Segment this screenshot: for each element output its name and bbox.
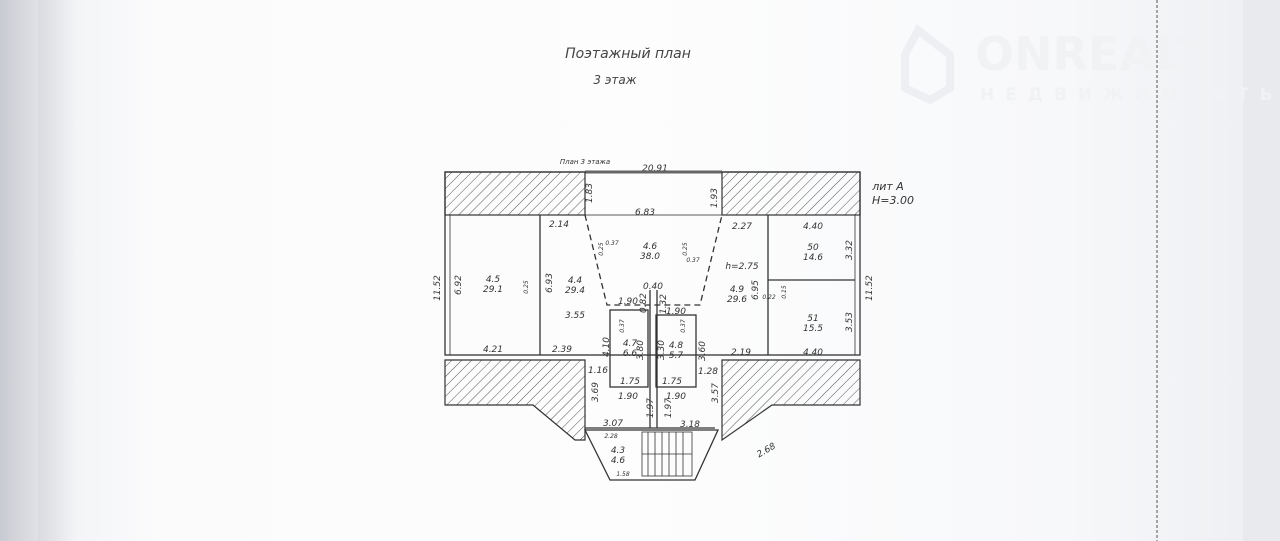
plan-label: 4.7 (623, 339, 638, 349)
plan-label: 3.07 (603, 419, 623, 429)
plan-label: 2.14 (549, 220, 569, 230)
plan-caption: План 3 этажа (560, 158, 610, 166)
plan-label: 3.80 (636, 340, 646, 360)
plan-label: 0.25 (523, 280, 530, 294)
stairs (641, 431, 693, 477)
plan-label: 1.58 (616, 471, 630, 478)
watermark: ONREALT НЕДВИЖИМОСТЬ (901, 23, 1280, 105)
plan-label: 3.18 (680, 420, 700, 430)
plan-label: 6.95 (751, 280, 761, 300)
plan-label: 3.55 (565, 311, 585, 321)
plan-label: 11.52 (865, 275, 875, 301)
plan-label: 4.9 (730, 285, 745, 295)
plan-label: 0.37 (686, 257, 700, 264)
plan-label: 1.97 (646, 398, 656, 418)
plan-label: 11.52 (433, 275, 443, 301)
plan-label: 3.60 (698, 341, 708, 361)
plan-label: 4.21 (483, 345, 503, 355)
plan-label: 2.39 (552, 345, 572, 355)
plan-title: Поэтажный план (565, 46, 691, 62)
plan-label: 0.15 (781, 285, 788, 299)
small-dimension-labels: 2.28 1.58 0.22 0.15 (604, 285, 788, 478)
plan-label: 2.19 (731, 348, 751, 358)
plan-label: 38.0 (640, 252, 660, 262)
overall-width: 20.91 (642, 164, 668, 174)
plan-label: 0.25 (682, 242, 689, 256)
watermark-brand: ONREALT (975, 27, 1209, 81)
plan-label: 3.53 (845, 312, 855, 332)
watermark-tagline: НЕДВИЖИМОСТЬ (980, 85, 1280, 105)
plan-label: 3.30 (657, 340, 667, 360)
page-edge (0, 0, 38, 541)
plan-label: 1.97 (664, 398, 674, 418)
plan-label: 3.57 (711, 383, 721, 403)
plan-label: 4.40 (803, 348, 823, 358)
plan-label: 14.6 (803, 253, 823, 263)
plan-label: 1.32 (659, 294, 669, 314)
vertical-dimension-labels: 11.52 6.92 6.93 1.83 1.93 6.95 3.32 11.5… (433, 183, 875, 418)
plan-label: 15.5 (803, 324, 823, 334)
plan-label: 0.40 (643, 282, 663, 292)
plan-label: 4.8 (669, 341, 684, 351)
plan-label: 1.75 (620, 377, 640, 387)
plan-label: 0.22 (762, 294, 776, 301)
plan-label: 4.6 (611, 456, 626, 466)
plan-label: 29.6 (727, 295, 747, 305)
plan-label: 0.82 (639, 293, 649, 313)
plan-label: 0.37 (680, 319, 687, 333)
dimension-labels: 6.83 2.14 2.27 4.40 3.55 4.21 2.39 2.19 … (483, 208, 823, 460)
plan-label: 50 (807, 243, 819, 253)
plan-label: 1.90 (666, 307, 686, 317)
height-label: Н=3.00 (872, 194, 914, 207)
plan-label: 29.4 (565, 286, 585, 296)
plan-label: 4.10 (602, 337, 612, 357)
plan-label: 6.92 (454, 275, 464, 295)
plan-label: 4.6 (643, 242, 658, 252)
plan-label: 2.28 (604, 433, 618, 440)
plan-label: 1.28 (698, 367, 718, 377)
plan-label: 6.93 (545, 273, 555, 293)
walls (444, 170, 861, 481)
hatched-walls (444, 171, 861, 442)
house-logo-icon (901, 23, 954, 105)
ceiling-note: h=2.75 (725, 262, 759, 272)
plan-label: 0.25 (598, 242, 605, 256)
plan-label: 1.16 (588, 366, 608, 376)
plan-label: 5.7 (669, 351, 684, 361)
plan-subtitle: 3 этаж (593, 73, 636, 87)
plan-label: 1.90 (618, 392, 638, 402)
plan-label: 2.68 (755, 441, 778, 460)
plan-label: 3.69 (591, 382, 601, 402)
plan-label: 1.90 (618, 297, 638, 307)
plan-label: 2.27 (732, 222, 752, 232)
plan-label: 6.6 (623, 349, 638, 359)
plan-label: 0.37 (605, 240, 619, 247)
plan-label: 4.4 (568, 276, 583, 286)
plan-label: 1.90 (666, 392, 686, 402)
plan-label: 0.37 (619, 319, 626, 333)
plan-label: 29.1 (483, 285, 503, 295)
plan-label: 1.93 (710, 188, 720, 208)
letter-label: лит А (871, 180, 904, 193)
plan-label: 6.83 (635, 208, 655, 218)
plan-label: 51 (807, 314, 818, 324)
plan-label: 1.83 (585, 183, 595, 203)
document-page (38, 0, 1243, 541)
plan-label: 4.3 (611, 446, 626, 456)
plan-label: 4.5 (486, 275, 501, 285)
plan-label: 3.32 (845, 240, 855, 260)
plan-label: 4.40 (803, 222, 823, 232)
plan-label: 1.75 (662, 377, 682, 387)
